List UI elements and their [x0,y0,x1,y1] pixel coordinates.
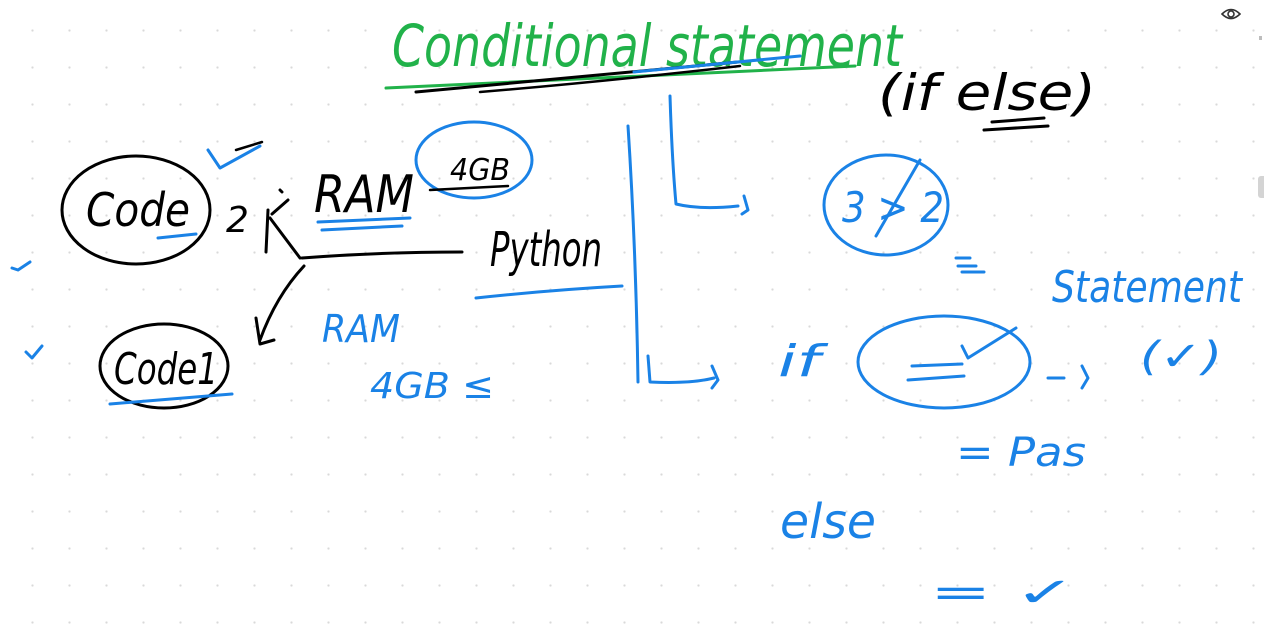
scrollbar-handle[interactable] [1258,176,1264,198]
ram-size-underline [428,184,510,192]
ram-top-underline [316,216,412,232]
condition-circle [856,314,1032,410]
eye-icon [1221,8,1241,20]
title-sub-underline [982,116,1050,132]
title-sub-text: (if else) [878,64,1096,122]
arrow-down-left [254,264,306,346]
title-underline-green [384,64,857,90]
connector-line [300,250,464,260]
pass-text: = Pas [956,430,1086,476]
python-underline [474,284,624,300]
k-shape [264,188,302,260]
title-underline-blue [632,54,802,74]
code1-underline [108,392,234,406]
compare-equals [954,256,986,274]
code1-text: Code1 [114,344,218,395]
else-result: = ✓ [930,570,1076,616]
code-underline [156,232,198,240]
code1-circle [98,322,230,410]
ram-bottom-size-text: 4GB ≤ [370,366,494,407]
ram-size-circle [414,120,534,200]
python-text: Python [490,222,602,278]
condition-equals [906,362,966,382]
code-text: Code [86,183,190,237]
ram-top-size-text: 4GB [450,153,510,188]
title-underline-black-2 [478,64,742,94]
view-toggle-button[interactable] [1218,4,1244,24]
check-mark-top-2 [234,140,264,152]
scroll-edge-marker [1259,36,1262,40]
number-two: 2 [226,200,249,241]
flow-divider [626,124,640,384]
flow-branch-top [668,94,750,216]
compare-strike [874,158,922,238]
compare-circle [822,153,950,257]
if-label: if [778,336,830,387]
else-label: else [780,494,876,550]
check-mark-top [206,144,262,170]
condition-arrow [1046,364,1090,390]
condition-check [960,326,1018,360]
statement-mark: (✓) [1140,334,1222,380]
flow-branch-bottom [646,354,720,390]
statement-text: Statement [1052,262,1243,313]
code-circle [60,154,212,266]
margin-tick-1 [10,260,32,272]
ram-top-text: RAM [314,165,414,225]
margin-tick-2 [24,344,44,360]
ram-bottom-text: RAM [322,307,400,351]
